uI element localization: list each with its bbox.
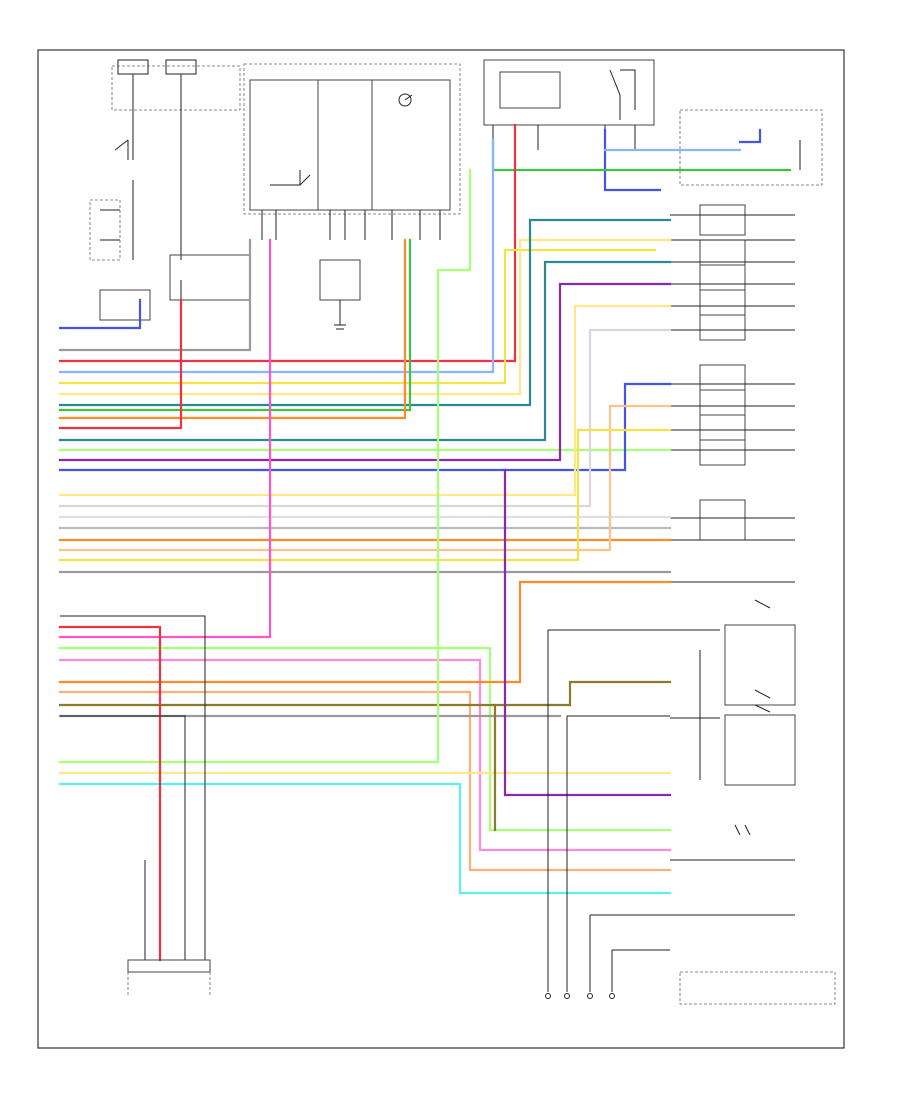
pressure-switch-a: [724, 624, 796, 706]
bus-teal-1: [58, 218, 672, 407]
ground-point-2: [564, 993, 570, 999]
combination-meter-outline: [243, 63, 461, 215]
bus-lt-blue-1: [58, 138, 495, 374]
left-bus-wires: [58, 123, 672, 895]
combination-meter-module: [243, 63, 461, 330]
ground-point-3: [587, 993, 593, 999]
diagram-frame: [37, 49, 845, 1049]
bus-yellow-2: [58, 428, 672, 562]
buzzer-ground: [334, 300, 346, 330]
sensor-body: [127, 972, 211, 995]
bus-lt-green-3: [58, 168, 472, 764]
left-feed-wire: [100, 95, 134, 260]
interlock-switch-box: [89, 199, 121, 261]
bus-lt-gray-1: [58, 328, 672, 508]
right-components: [670, 204, 796, 916]
blue-relay-wire: [603, 128, 762, 192]
sensor-gray-wire-b: [60, 715, 186, 960]
sensor-red-wire: [58, 625, 162, 962]
bus-yellow-1: [58, 248, 657, 385]
bus-red-2: [58, 298, 183, 430]
lower-left-sensor: [58, 615, 211, 995]
switch-symbols: [734, 599, 771, 836]
bus-lt-orange-2: [58, 690, 672, 872]
bus-lt-yellow-2: [58, 304, 672, 497]
bottom-right-note-box: [679, 971, 836, 1005]
bus-lt-orange: [58, 404, 672, 552]
ground-wire-1: [547, 629, 670, 992]
meter-gauge-symbol: [398, 93, 412, 107]
ground-wire-4: [611, 949, 670, 992]
relay-switch-symbol: [114, 139, 129, 160]
ground-connectors: [545, 629, 836, 1005]
ground-point-1: [545, 993, 551, 999]
bus-orange-1: [58, 238, 407, 420]
bus-orange-3: [58, 580, 672, 684]
relay-box: [483, 59, 655, 126]
sensor-connector: [127, 959, 211, 973]
bus-pink-1: [58, 238, 272, 639]
meter-gauge-needle: [404, 94, 413, 101]
switch-ground-box: [99, 289, 151, 321]
speed-sensor-1: [699, 204, 746, 236]
bus-cyan-1: [58, 782, 672, 895]
top-left-blue-wire: [58, 298, 142, 330]
ground-wire-2: [566, 715, 670, 992]
fuse-block-left: [117, 59, 149, 75]
bus-green-1: [58, 238, 412, 412]
combination-meter-frame: [249, 79, 451, 211]
bus-gray-1: [58, 238, 252, 352]
clutch-solenoid: [699, 499, 746, 541]
sensor-box: [679, 109, 823, 186]
fuse-block-right: [165, 59, 197, 75]
right-terminals: [670, 214, 795, 916]
bus-lt-yellow-1: [58, 238, 672, 396]
ground-wire-3: [589, 914, 670, 992]
pressure-switch-b: [724, 714, 796, 786]
meter-pins: [261, 210, 441, 240]
bus-pink-2: [58, 658, 672, 852]
top-left-section: [58, 59, 251, 330]
relay-contact: [609, 69, 636, 120]
bus-olive-1: [58, 680, 672, 707]
bus-blue-1: [58, 382, 672, 472]
bus-purple-1: [58, 282, 672, 462]
bus-purple-2: [503, 468, 672, 797]
fuse-panel-outline: [111, 65, 241, 111]
bus-red-1: [58, 123, 517, 363]
relay-inner-box: [499, 71, 561, 109]
left-control-box: [169, 254, 251, 301]
bus-teal-2: [58, 260, 672, 442]
ground-point-4: [609, 993, 615, 999]
top-right-section: [483, 59, 823, 192]
sensor-gray-wire-a: [60, 615, 206, 960]
bus-lt-green-2: [58, 646, 672, 832]
warning-buzzer-box: [319, 259, 361, 301]
meter-lamp-symbol: [270, 170, 311, 186]
